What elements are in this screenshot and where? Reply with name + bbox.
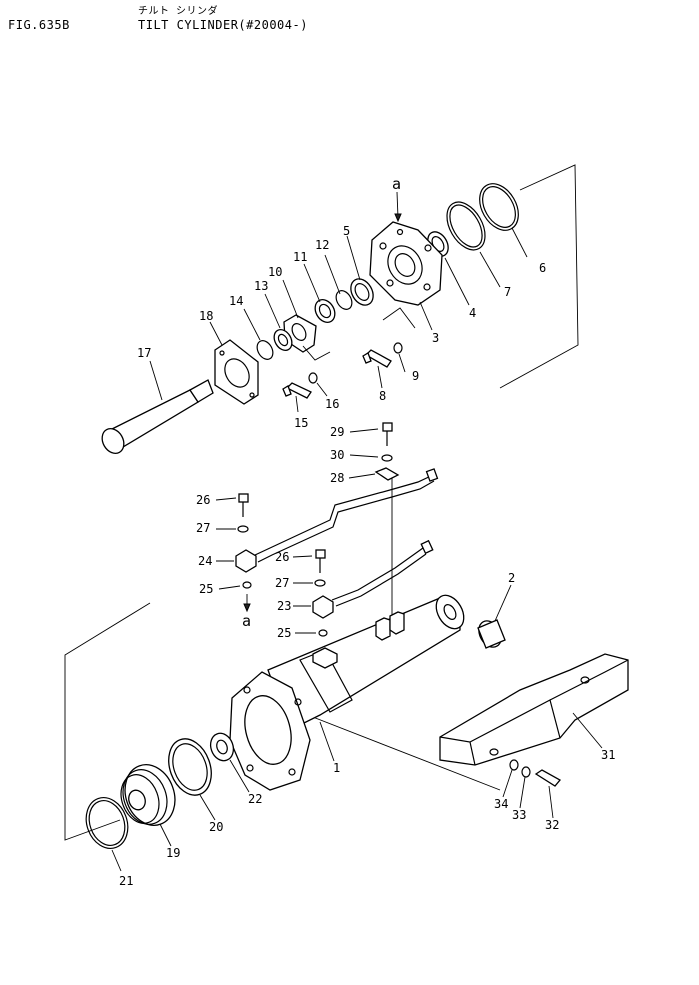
washer-33 (521, 766, 531, 778)
bolt-8 (362, 349, 392, 368)
callout-14: 14 (229, 294, 243, 308)
bearing-5 (350, 278, 374, 306)
bushing-2 (477, 619, 506, 649)
bolt-26-lower (315, 549, 326, 573)
ref-a-arrows (243, 213, 402, 613)
bolt-15 (282, 382, 312, 399)
callout-6: 6 (539, 261, 546, 275)
packing-11 (314, 299, 336, 323)
washer-34 (509, 759, 519, 771)
washer-27-lower (314, 579, 326, 587)
flange-18 (214, 339, 259, 405)
flange-mount (229, 671, 311, 791)
washer-27-upper (237, 525, 249, 533)
callout-25-lower: 25 (277, 626, 291, 640)
figure-number: FIG.635B (8, 18, 70, 32)
ref-a-top: a (392, 175, 401, 193)
callout-25-upper: 25 (199, 582, 213, 596)
block-24 (235, 549, 257, 573)
callout-18: 18 (199, 309, 213, 323)
bolt-26-upper (238, 493, 249, 517)
wear-ring-20 (168, 738, 212, 796)
callout-10: 10 (268, 265, 282, 279)
seal-ring-6 (479, 183, 519, 231)
tube-upper (254, 468, 439, 563)
cylinder-head-3 (369, 221, 443, 306)
callout-4: 4 (469, 306, 476, 320)
callout-16: 16 (325, 397, 339, 411)
callout-28: 28 (330, 471, 344, 485)
callout-labels: 1 2 3 4 5 6 7 8 9 10 11 12 13 14 15 16 1… (119, 175, 615, 888)
callout-15: 15 (294, 416, 308, 430)
piston-19 (120, 764, 176, 826)
callout-17: 17 (137, 346, 151, 360)
callout-3: 3 (432, 331, 439, 345)
callout-13: 13 (254, 279, 268, 293)
callout-5: 5 (343, 224, 350, 238)
callout-9: 9 (412, 369, 419, 383)
tube-lower (331, 539, 434, 607)
callout-34: 34 (494, 797, 508, 811)
callout-1: 1 (333, 761, 340, 775)
callout-24: 24 (198, 554, 212, 568)
callout-11: 11 (293, 250, 307, 264)
ref-a-bottom: a (242, 612, 251, 630)
block-23 (312, 595, 334, 619)
group-boundary-lines (64, 164, 579, 841)
callout-31: 31 (601, 748, 615, 762)
callout-12: 12 (315, 238, 329, 252)
callout-7: 7 (504, 285, 511, 299)
callout-27-lower: 27 (275, 576, 289, 590)
callout-26-upper: 26 (196, 493, 210, 507)
diagram-title: TILT CYLINDER(#20004-) (138, 18, 308, 32)
leader-lines-head (302, 307, 416, 361)
washer-16 (308, 372, 318, 384)
callout-32: 32 (545, 818, 559, 832)
washer-30 (381, 454, 393, 462)
seal-ring-21 (85, 797, 129, 849)
seal-13 (273, 329, 293, 351)
callout-27-upper: 27 (196, 521, 210, 535)
callout-21: 21 (119, 874, 133, 888)
callout-8: 8 (379, 389, 386, 403)
callout-29: 29 (330, 425, 344, 439)
callout-2: 2 (508, 571, 515, 585)
clamp-28 (374, 467, 400, 481)
callout-33: 33 (512, 808, 526, 822)
guard-31 (439, 653, 629, 766)
callout-19: 19 (166, 846, 180, 860)
callout-26-lower: 26 (275, 550, 289, 564)
callout-23: 23 (277, 599, 291, 613)
o-ring-7 (446, 201, 486, 251)
washer-9 (393, 342, 403, 354)
bolt-29 (382, 422, 393, 446)
callout-22: 22 (248, 792, 262, 806)
callout-20: 20 (209, 820, 223, 834)
title-japanese: チルト シリンダ (138, 6, 219, 17)
o-ring-25-lower (318, 629, 328, 637)
ring-14 (256, 340, 274, 360)
bolt-32 (534, 769, 562, 787)
piston-rod-17 (101, 379, 214, 454)
nut-22 (209, 732, 235, 762)
leader-lines (111, 191, 603, 872)
cylinder-tube-1 (267, 594, 465, 731)
callout-30: 30 (330, 448, 344, 462)
